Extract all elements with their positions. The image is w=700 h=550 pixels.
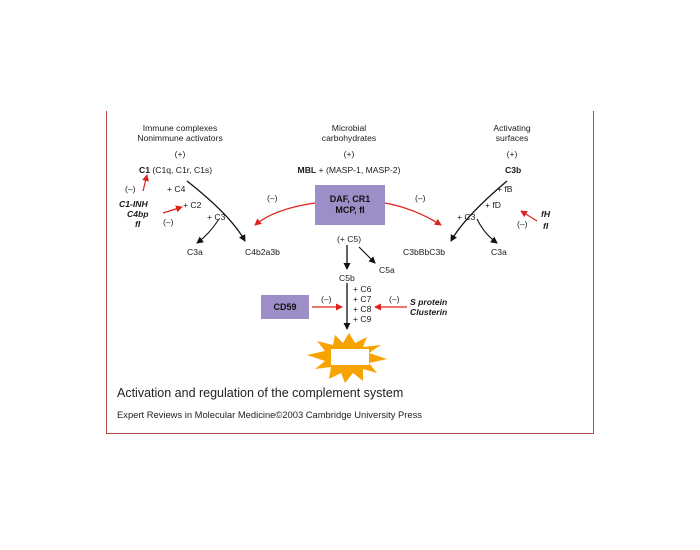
c3bbbc3b-label: C3bBbC3b [403, 247, 446, 257]
c5-to-c5a-arrow [358, 246, 376, 264]
fi-left-label: fI [135, 219, 141, 229]
c5a-label: C5a [379, 265, 395, 275]
c4bp-red-arrow [162, 205, 183, 214]
pathway-arrows [142, 174, 538, 383]
left-minus-lower: (–) [163, 217, 174, 227]
fh-label: fH [541, 209, 551, 219]
center-minus-right: (–) [415, 193, 426, 203]
s-protein-label: S protein [410, 297, 448, 307]
mbl-label: MBL [297, 165, 317, 175]
complement-figure: Immune complexes Nonimmune activators (+… [106, 111, 594, 434]
figure-caption-credit: Expert Reviews in Molecular Medicine©200… [117, 409, 422, 420]
c1-inh-label: C1-INH [119, 199, 148, 209]
cd59-label: CD59 [273, 301, 297, 312]
c5b-label: C5b [339, 273, 355, 283]
left-header-line2: Nonimmune activators [137, 133, 223, 143]
plus-c2: + C2 [183, 200, 202, 210]
c1-line: C1 (C1q, C1r, C1s) [139, 165, 212, 175]
plus-c9: + C9 [353, 314, 372, 324]
classical-c3a-branch [196, 218, 220, 244]
plus-c5: (+ C5) [336, 234, 362, 244]
daf-cr1-mcp-box: DAF, CR1 MCP, fI [315, 185, 385, 225]
plus-fb: + fB [497, 184, 513, 194]
right-c3a: C3a [491, 247, 507, 257]
daf-right-red-arrow [384, 202, 442, 226]
right-minus: (–) [517, 219, 528, 229]
plus-fd: + fD [485, 200, 501, 210]
c1-label: C1 [139, 165, 150, 175]
starburst-blank-label [331, 349, 369, 365]
daf-left-red-arrow [254, 202, 316, 226]
mbl-masp: + (MASP-1, MASP-2) [318, 165, 401, 175]
fi-right-label: fI [543, 221, 549, 231]
right-header-line2: surfaces [495, 133, 529, 143]
right-plus-c3: + C3 [457, 212, 476, 222]
center-minus-left: (–) [267, 193, 278, 203]
center-header-line2: carbohydrates [321, 133, 377, 143]
plus-c6: + C6 [353, 284, 372, 294]
alternative-pathway-arrow [450, 180, 508, 242]
alternative-c3a-branch [476, 218, 498, 244]
fh-red-arrow [520, 210, 538, 222]
left-c3a: C3a [187, 247, 203, 257]
cd59-minus: (–) [321, 294, 332, 304]
clusterin-label: Clusterin [410, 307, 448, 317]
c1-subcomponents: (C1q, C1r, C1s) [152, 165, 213, 175]
plus-c8: + C8 [353, 304, 372, 314]
c4bp-label: C4bp [127, 209, 149, 219]
daf-box-line1: DAF, CR1 [329, 194, 371, 204]
center-plus: (+) [343, 149, 355, 159]
c4b2a3b-label: C4b2a3b [245, 247, 280, 257]
classical-pathway-arrow [186, 180, 246, 242]
left-header-line1: Immune complexes [142, 123, 218, 133]
left-plus-c3: + C3 [207, 212, 226, 222]
right-header-line1: Activating [493, 123, 531, 133]
c1-inh-red-arrow [142, 174, 149, 192]
plus-c4: + C4 [167, 184, 186, 194]
left-plus: (+) [174, 149, 186, 159]
center-header-line1: Microbial [331, 123, 367, 133]
cd59-box: CD59 [261, 295, 309, 319]
right-plus: (+) [506, 149, 518, 159]
daf-box-line2: MCP, fI [335, 205, 365, 215]
plus-c7: + C7 [353, 294, 372, 304]
c3b-label: C3b [505, 165, 522, 175]
sprotein-minus: (–) [389, 294, 400, 304]
left-minus-upper: (–) [125, 184, 136, 194]
figure-caption-title: Activation and regulation of the complem… [117, 386, 404, 400]
mbl-line: MBL + (MASP-1, MASP-2) [298, 165, 401, 175]
